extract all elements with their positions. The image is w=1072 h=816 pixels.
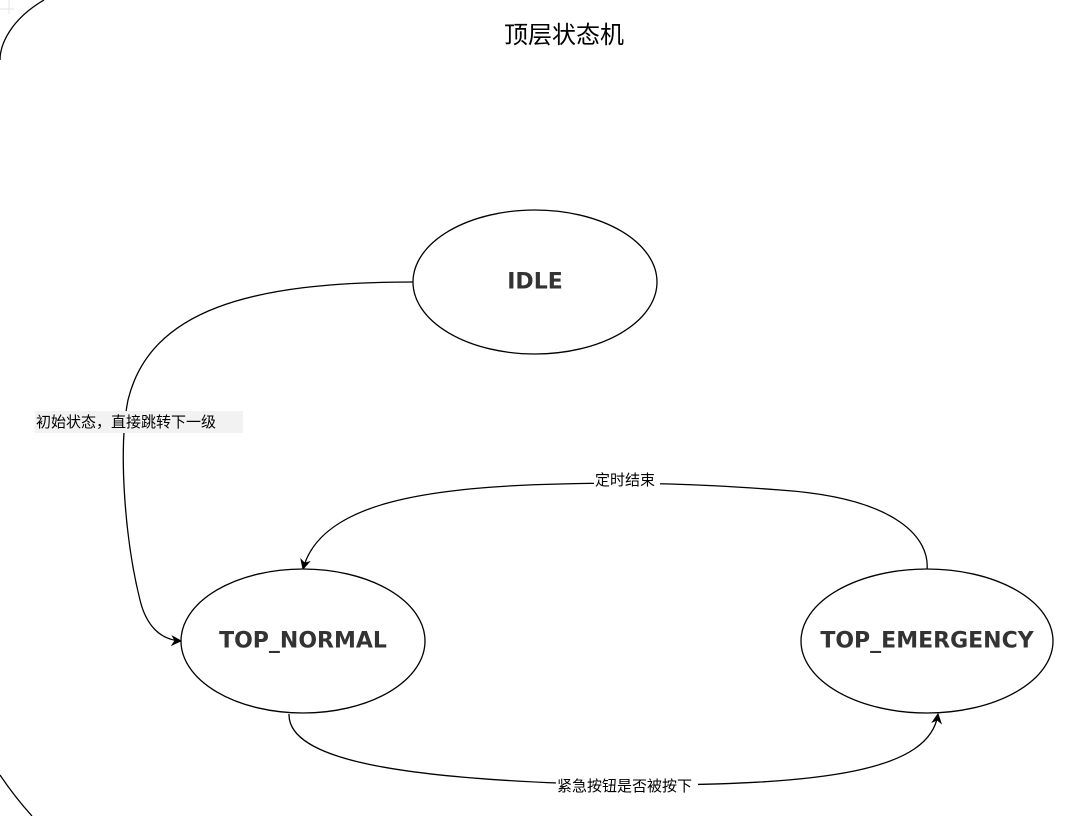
state-ellipse bbox=[180, 568, 426, 714]
state-label-idle: IDLE bbox=[507, 270, 563, 295]
state-node-top-emergency[interactable]: TOP_EMERGENCY bbox=[800, 568, 1054, 714]
edge-label-top-emergency-to-top-normal: 定时结束 bbox=[595, 471, 655, 489]
edge-label-idle-to-top-normal: 初始状态，直接跳转下一级 bbox=[36, 413, 216, 431]
state-label-top-emergency: TOP_EMERGENCY bbox=[820, 629, 1034, 654]
edge-top-normal-to-top-emergency[interactable] bbox=[288, 712, 943, 786]
edge-label-background bbox=[594, 470, 660, 490]
state-node-idle[interactable]: IDLE bbox=[412, 209, 658, 355]
state-node-top-normal[interactable]: TOP_NORMAL bbox=[180, 568, 426, 714]
edge-label-idle-to-top-normal-group: 初始状态，直接跳转下一级 bbox=[35, 411, 243, 433]
canvas-grid-fragment bbox=[0, 0, 14, 14]
edge-label-background bbox=[35, 411, 243, 433]
edge-label-background bbox=[556, 776, 698, 796]
state-ellipse bbox=[800, 568, 1054, 714]
edge-top-emergency-to-top-normal[interactable] bbox=[300, 482, 928, 571]
state-label-top-normal: TOP_NORMAL bbox=[219, 629, 387, 654]
state-ellipse bbox=[412, 209, 658, 355]
edge-label-top-normal-to-top-emergency: 紧急按钮是否被按下 bbox=[557, 777, 692, 795]
top-level-state-boundary bbox=[0, 0, 45, 816]
edge-label-top-normal-to-top-emergency-group: 紧急按钮是否被按下 bbox=[556, 776, 698, 796]
diagram-title: 顶层状态机 bbox=[504, 21, 624, 49]
edge-label-top-emergency-to-top-normal-group: 定时结束 bbox=[594, 470, 660, 490]
